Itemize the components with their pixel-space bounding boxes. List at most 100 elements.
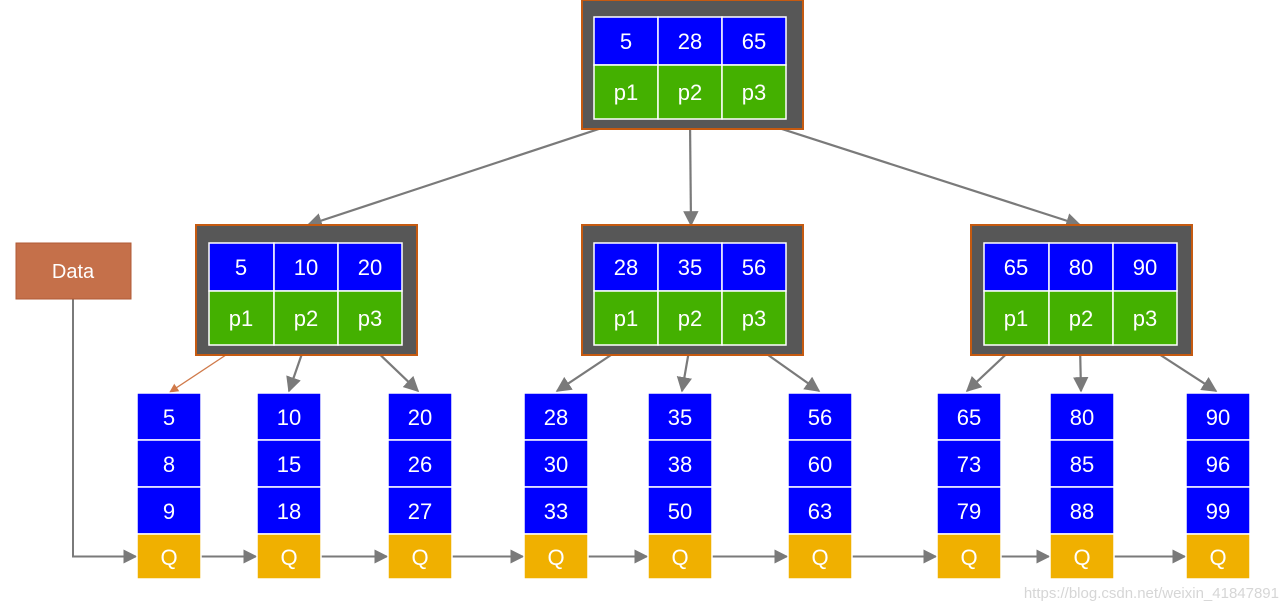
- leaf-key-cell: [1185, 392, 1251, 441]
- internal-key-cell: 80: [1048, 242, 1114, 292]
- leaf-next-pointer: Q: [547, 545, 564, 570]
- leaf-key-cell: [936, 486, 1002, 535]
- internal-pointer-cell: p2: [273, 290, 339, 346]
- internal-pointer: p3: [742, 306, 766, 331]
- tree-edge-arrow: [753, 118, 1082, 229]
- watermark: https://blog.csdn.net/weixin_41847891: [1024, 585, 1279, 602]
- leaf-key-cell: [1185, 486, 1251, 535]
- root-pointer-cell: p1: [593, 64, 659, 120]
- internal-pointer: p1: [1004, 306, 1028, 331]
- internal-pointer-cell: p2: [1048, 290, 1114, 346]
- root-key-cell: 28: [657, 16, 723, 66]
- internal-node: 65 80 90 p1 p2 p3: [970, 224, 1193, 356]
- leaf-key: 79: [957, 499, 981, 524]
- leaf-key-cell: [256, 486, 322, 535]
- root-pointer-cell: p2: [657, 64, 723, 120]
- root-key-2: 28: [678, 29, 702, 54]
- leaf-key: 96: [1206, 452, 1230, 477]
- leaf-key-cell: [136, 486, 202, 535]
- leaf-key: 73: [957, 452, 981, 477]
- leaf-next-cell: [387, 533, 453, 580]
- internal-pointer-cell: p3: [721, 290, 787, 346]
- leaf-key: 26: [408, 452, 432, 477]
- internal-key-cell: 5: [208, 242, 275, 292]
- internal-pointer: p3: [358, 306, 382, 331]
- tree-edge-arrow: [306, 118, 627, 228]
- leaf-key: 60: [808, 452, 832, 477]
- data-connector-arrow: [72, 299, 138, 564]
- root-pointer-1: p1: [614, 80, 638, 105]
- root-key-cell: 65: [721, 16, 787, 66]
- root-pointer-3: p3: [742, 80, 766, 105]
- leaf-key: 18: [277, 499, 301, 524]
- leaf-key-cell: [1049, 392, 1115, 441]
- leaf-key-cell: [936, 439, 1002, 488]
- internal-pointer: p1: [229, 306, 253, 331]
- internal-key-cell: 35: [657, 242, 723, 292]
- root-key-1: 5: [620, 29, 632, 54]
- leaf-key-cell: [387, 486, 453, 535]
- tree-edge-arrow: [683, 119, 699, 227]
- leaf-key-cell: [1049, 486, 1115, 535]
- leaf-key: 8: [163, 452, 175, 477]
- internal-key: 35: [678, 255, 702, 280]
- internal-key: 20: [358, 255, 382, 280]
- leaf-next-cell: [1185, 533, 1251, 580]
- internal-key-cell: 65: [983, 242, 1050, 292]
- internal-key-cell: 90: [1112, 242, 1178, 292]
- internal-pointer-cell: p1: [593, 290, 659, 346]
- internal-pointer-cell: p1: [208, 290, 275, 346]
- internal-key: 10: [294, 255, 318, 280]
- internal-pointer-cell: p2: [657, 290, 723, 346]
- leaf-key-cell: [647, 486, 713, 535]
- leaf-key: 80: [1070, 405, 1094, 430]
- leaf-key-cell: [523, 392, 589, 441]
- data-box-label: Data: [52, 261, 95, 283]
- internal-pointer: p3: [1133, 306, 1157, 331]
- leaf-key: 9: [163, 499, 175, 524]
- leaf-next-pointer: Q: [671, 545, 688, 570]
- internal-pointer-cell: p3: [337, 290, 403, 346]
- internal-key: 80: [1069, 255, 1093, 280]
- leaf-key-cell: [1185, 439, 1251, 488]
- leaf-key-cell: [787, 439, 853, 488]
- internal-key: 5: [235, 255, 247, 280]
- internal-pointer: p2: [294, 306, 318, 331]
- leaf-key: 28: [544, 405, 568, 430]
- leaf-next-pointer: Q: [280, 545, 297, 570]
- root-key-3: 65: [742, 29, 766, 54]
- leaf-key: 38: [668, 452, 692, 477]
- leaf-next-cell: [787, 533, 853, 580]
- internal-pointer: p1: [614, 306, 638, 331]
- leaf-key: 99: [1206, 499, 1230, 524]
- internal-key: 56: [742, 255, 766, 280]
- leaf-key: 85: [1070, 452, 1094, 477]
- root-pointer-2: p2: [678, 80, 702, 105]
- leaf-next-pointer: Q: [811, 545, 828, 570]
- leaf-key: 63: [808, 499, 832, 524]
- root-node: 5 28 65 p1 p2 p3: [581, 0, 804, 130]
- leaf-key-cell: [256, 392, 322, 441]
- internal-pointer: p2: [678, 306, 702, 331]
- leaf-next-cell: [523, 533, 589, 580]
- internal-key-cell: 56: [721, 242, 787, 292]
- leaf-key: 10: [277, 405, 301, 430]
- internal-pointer: p2: [1069, 306, 1093, 331]
- leaf-next-pointer: Q: [960, 545, 977, 570]
- leaf-next-cell: [647, 533, 713, 580]
- internal-pointer-cell: p1: [983, 290, 1050, 346]
- root-pointer-cell: p3: [721, 64, 787, 120]
- leaf-nodes: 589Q101518Q202627Q283033Q353850Q566063Q6…: [136, 392, 1251, 580]
- internal-key: 90: [1133, 255, 1157, 280]
- leaf-next-pointer: Q: [411, 545, 428, 570]
- internal-pointer-cell: p3: [1112, 290, 1178, 346]
- internal-node: 28 35 56 p1 p2 p3: [581, 224, 804, 356]
- leaf-linked-list: [72, 299, 1187, 564]
- leaf-next-cell: [1049, 533, 1115, 580]
